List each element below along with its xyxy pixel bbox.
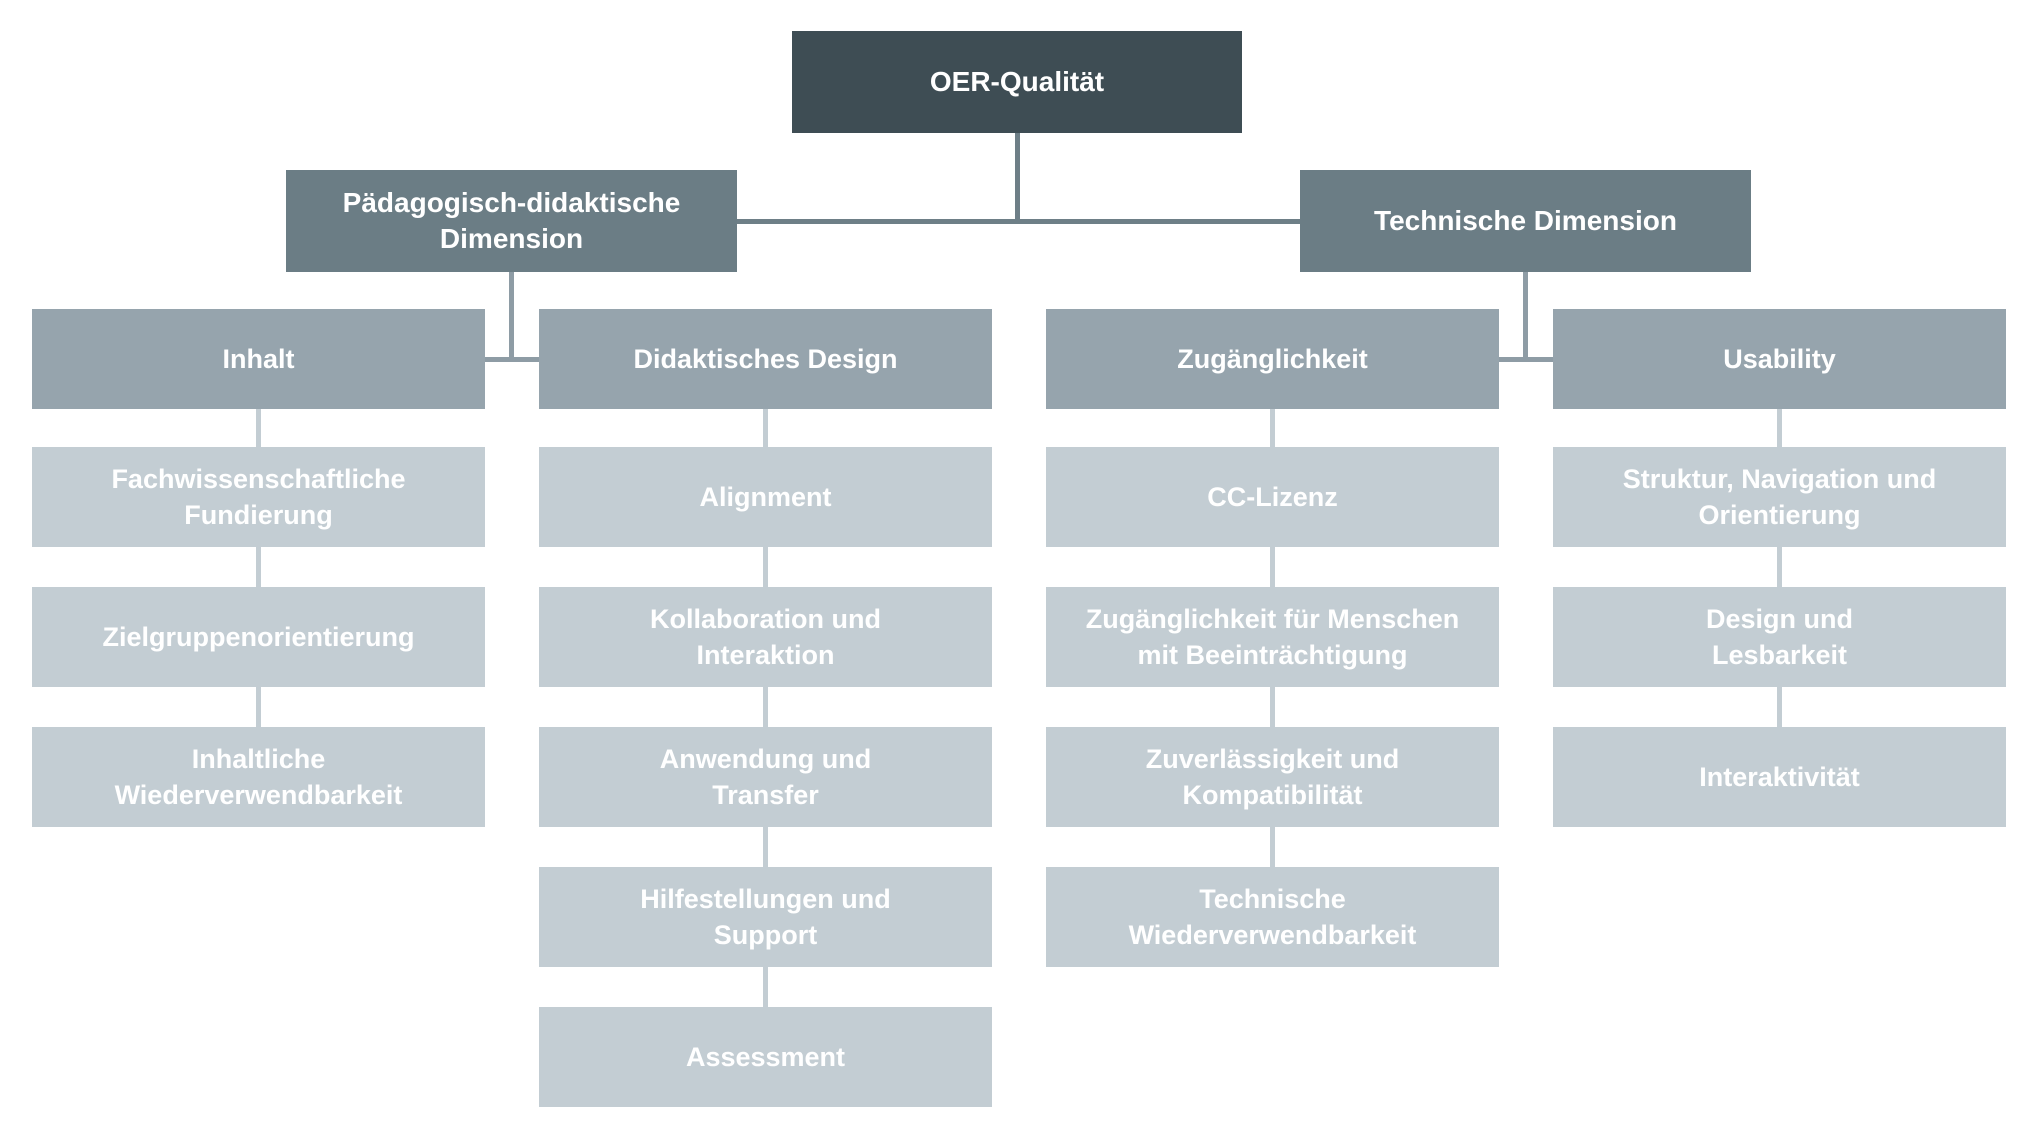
- node-header-zugaenglichkeit: Zugänglichkeit: [1046, 309, 1499, 409]
- connector-trunk-horizontal: [737, 219, 1300, 224]
- node-item-interaktivitaet: Interaktivität: [1553, 727, 2006, 827]
- connector-col1-gap3: [256, 687, 261, 727]
- connector-col2-gap1: [763, 409, 768, 447]
- node-item-zugaenglichkeit-fuer-menschen: Zugänglichkeit für Menschen mit Beeinträ…: [1046, 587, 1499, 687]
- node-header-didaktisches-design: Didaktisches Design: [539, 309, 992, 409]
- node-item-anwendung-und-transfer: Anwendung und Transfer: [539, 727, 992, 827]
- node-item-zielgruppenorientierung: Zielgruppenorientierung: [32, 587, 485, 687]
- connector-col3-gap2: [1270, 547, 1275, 587]
- node-item-cc-lizenz: CC-Lizenz: [1046, 447, 1499, 547]
- connector-dimension2-vertical: [1523, 272, 1528, 360]
- node-item-zuverlaessigkeit-und-kompatibilitaet: Zuverlässigkeit und Kompatibilität: [1046, 727, 1499, 827]
- node-item-assessment: Assessment: [539, 1007, 992, 1107]
- node-dimension-technische: Technische Dimension: [1300, 170, 1751, 272]
- connector-root-vertical: [1015, 133, 1020, 222]
- node-header-usability: Usability: [1553, 309, 2006, 409]
- node-dimension-paedagogisch-didaktische: Pädagogisch-didaktische Dimension: [286, 170, 737, 272]
- node-item-hilfestellungen-und-support: Hilfestellungen und Support: [539, 867, 992, 967]
- connector-col4-gap1: [1777, 409, 1782, 447]
- connector-col2-gap4: [763, 827, 768, 867]
- node-item-technische-wiederverwendbarkeit: Technische Wiederverwendbarkeit: [1046, 867, 1499, 967]
- node-oer-qualitaet: OER-Qualität: [792, 31, 1242, 133]
- connector-dimension1-stub: [485, 357, 539, 362]
- connector-col4-gap2: [1777, 547, 1782, 587]
- node-item-struktur-navigation-orientierung: Struktur, Navigation und Orientierung: [1553, 447, 2006, 547]
- connector-col2-gap2: [763, 547, 768, 587]
- connector-col4-gap3: [1777, 687, 1782, 727]
- connector-col2-gap3: [763, 687, 768, 727]
- connector-col3-gap3: [1270, 687, 1275, 727]
- node-header-inhalt: Inhalt: [32, 309, 485, 409]
- connector-col1-gap2: [256, 547, 261, 587]
- node-item-kollaboration-und-interaktion: Kollaboration und Interaktion: [539, 587, 992, 687]
- node-item-design-und-lesbarkeit: Design und Lesbarkeit: [1553, 587, 2006, 687]
- connector-col3-gap4: [1270, 827, 1275, 867]
- connector-dimension1-vertical: [509, 272, 514, 360]
- connector-dimension2-stub: [1499, 357, 1553, 362]
- connector-col1-gap1: [256, 409, 261, 447]
- node-item-inhaltliche-wiederverwendbarkeit: Inhaltliche Wiederverwendbarkeit: [32, 727, 485, 827]
- connector-col3-gap1: [1270, 409, 1275, 447]
- node-item-fachwissenschaftliche-fundierung: Fachwissenschaftliche Fundierung: [32, 447, 485, 547]
- connector-col2-gap5: [763, 967, 768, 1007]
- node-item-alignment: Alignment: [539, 447, 992, 547]
